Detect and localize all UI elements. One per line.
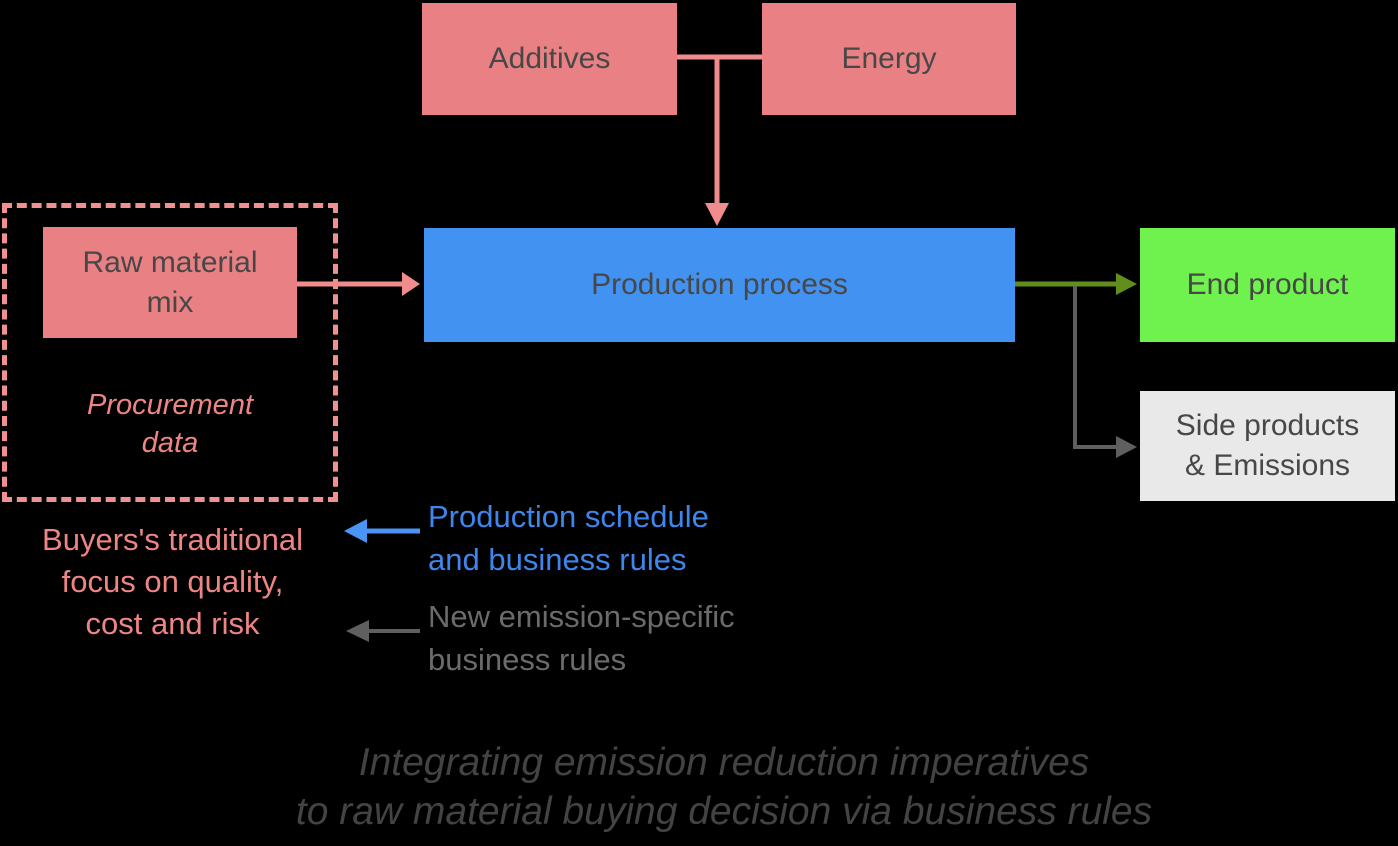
- caption-line1: Integrating emission reduction imperativ…: [358, 741, 1090, 784]
- node-raw-material-line2: mix: [146, 285, 194, 319]
- label-procurement-data: Procurement data: [2, 386, 338, 462]
- node-side-products-emissions: Side products & Emissions: [1140, 391, 1395, 501]
- node-end-product-label: End product: [1186, 268, 1349, 301]
- label-buyers-line2: focus on quality,: [61, 564, 284, 599]
- label-production-schedule: Production schedule and business rules: [428, 495, 709, 581]
- arrow-additives-energy-to-production: [677, 54, 762, 226]
- node-side-products-line2: & Emissions: [1184, 449, 1351, 482]
- caption-line2: to raw material buying decision via busi…: [295, 790, 1153, 833]
- label-buyers-line1: Buyers's traditional: [42, 522, 303, 557]
- arrow-newrules-to-buyers: [346, 620, 420, 642]
- node-raw-material-mix: Raw material mix: [43, 227, 297, 338]
- node-production-label: Production process: [591, 268, 848, 301]
- arrow-production-to-side-products: [1073, 286, 1137, 458]
- arrow-production-to-end-product: [1015, 273, 1137, 295]
- node-energy-label: Energy: [841, 42, 937, 75]
- label-new-emission-rules: New emission-specific business rules: [428, 595, 735, 681]
- node-energy: Energy: [762, 3, 1016, 115]
- arrow-schedule-to-buyers: [344, 519, 420, 543]
- label-newrules-line2: business rules: [428, 642, 627, 677]
- label-newrules-line1: New emission-specific: [428, 599, 735, 634]
- label-schedule-line2: and business rules: [428, 542, 687, 577]
- diagram-caption: Integrating emission reduction imperativ…: [50, 738, 1398, 836]
- node-raw-material-line1: Raw material: [82, 245, 258, 279]
- label-procurement-line1: Procurement: [86, 389, 253, 421]
- label-schedule-line1: Production schedule: [428, 499, 709, 534]
- procurement-dashed-frame: [2, 203, 338, 502]
- node-end-product: End product: [1140, 228, 1395, 342]
- label-procurement-line2: data: [141, 427, 199, 459]
- node-side-products-line1: Side products: [1175, 409, 1360, 442]
- node-production-process: Production process: [424, 228, 1015, 342]
- label-buyers-line3: cost and risk: [85, 606, 260, 641]
- node-additives: Additives: [422, 3, 677, 115]
- node-additives-label: Additives: [488, 42, 611, 75]
- label-buyers-focus: Buyers's traditional focus on quality, c…: [0, 519, 345, 645]
